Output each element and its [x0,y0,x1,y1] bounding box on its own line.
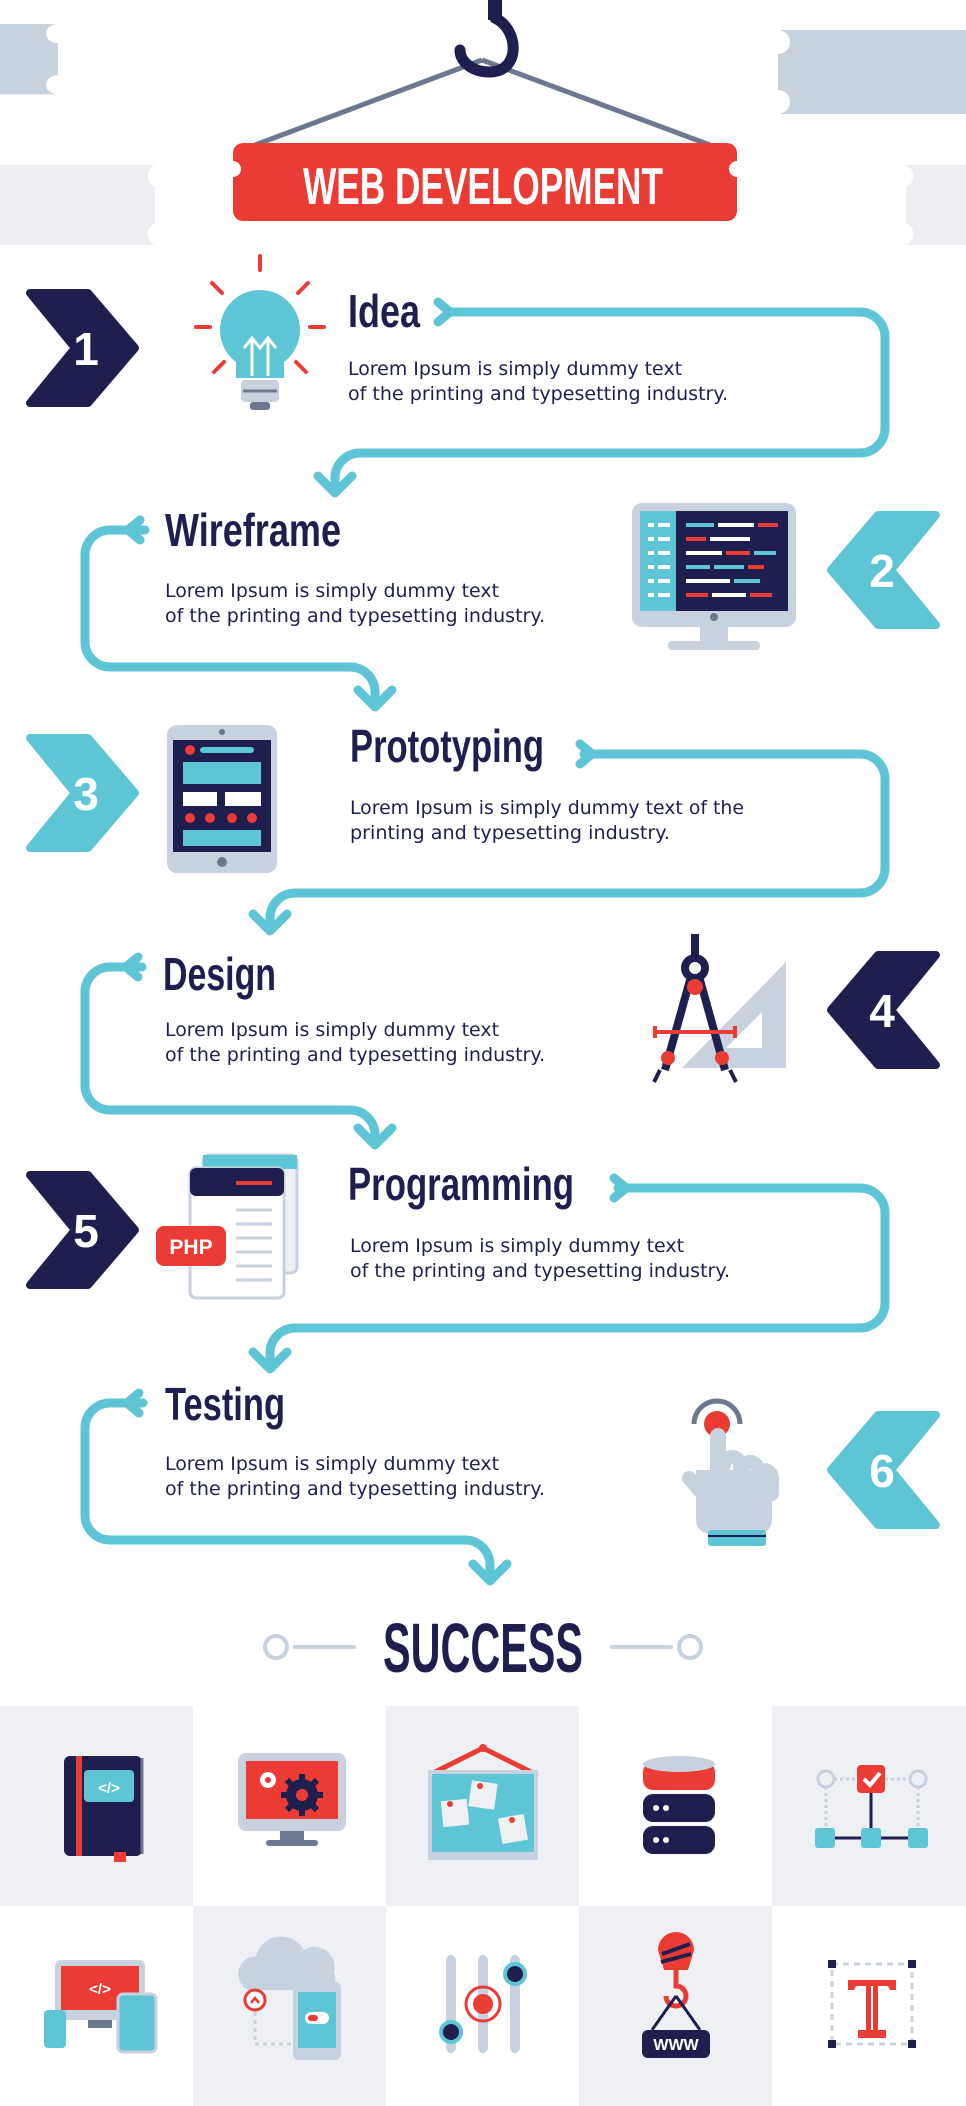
step-desc-line: Lorem Ipsum is simply dummy text [165,1019,499,1041]
php-label: PHP [169,1236,212,1259]
step-badge-1: 1 [26,289,139,407]
touch-hand-icon [682,1398,779,1546]
decor-ribbon-right-top [778,30,966,114]
code-book-icon: </> [64,1756,144,1862]
php-document-icon: PHP [156,1153,299,1300]
step-title-prototyping: Prototyping [350,720,544,772]
responsive-devices-icon: </> [44,1960,158,2054]
typography-icon [828,1960,916,2048]
step-desc-line: of the printing and typesetting industry… [348,383,728,405]
step-title-testing: Testing [165,1378,285,1430]
title-banner: WEB DEVELOPMENT [233,143,737,221]
step-desc-line: Lorem Ipsum is simply dummy text [165,580,499,602]
step-desc-line: Lorem Ipsum is simply dummy text [165,1453,499,1475]
code-label: </> [89,1981,111,1998]
step-number: 3 [73,768,99,820]
step-badge-6: 6 [827,1411,940,1529]
step-badge-2: 2 [827,511,940,629]
step-desc-line: of the printing and typesetting industry… [165,1478,545,1500]
success-heading: SUCCESS [263,1609,703,1687]
flow-path [80,297,890,1586]
step-number: 4 [869,985,895,1037]
settings-monitor-icon [238,1753,346,1846]
step-number: 5 [73,1205,99,1257]
step-badge-5: 5 [26,1171,139,1289]
step-title-design: Design [163,948,276,1000]
step-number: 6 [869,1445,895,1497]
decor-ribbon-right-bottom [906,165,966,245]
step-desc-line: of the printing and typesetting industry… [165,605,545,627]
www-label: WWW [653,2037,699,2054]
equalizer-sliders-icon [439,1955,527,2053]
cloud-mobile-icon [238,1936,341,2060]
step-title-programming: Programming [348,1158,574,1210]
step-desc-line: of the printing and typesetting industry… [165,1044,545,1066]
database-icon [643,1756,715,1854]
www-crane-icon: WWW [642,1932,710,2058]
lightbulb-icon [194,254,326,410]
step-desc-line: Lorem Ipsum is simply dummy text [350,1235,684,1257]
crane-hook-icon [254,0,711,148]
decor-ribbon-left-top [0,24,58,95]
step-number: 2 [869,545,895,597]
step-badge-3: 3 [26,734,139,852]
board-notes-icon [428,1744,538,1860]
compass-icon [652,934,786,1083]
tablet-icon [167,725,277,873]
page-title: WEB DEVELOPMENT [303,158,663,216]
step-number: 1 [73,323,99,375]
success-label: SUCCESS [383,1609,583,1687]
code-label: </> [98,1780,120,1797]
step-desc-line: Lorem Ipsum is simply dummy text of the [350,797,744,819]
step-title-wireframe: Wireframe [165,504,341,556]
step-desc-line: of the printing and typesetting industry… [350,1260,730,1282]
step-title-idea: Idea [348,285,420,337]
step-desc-line: printing and typesetting industry. [350,822,670,844]
code-monitor-icon [632,503,796,650]
decor-ribbon-left-bottom [0,165,155,245]
step-badge-4: 4 [827,951,940,1069]
sitemap-icon [815,1765,928,1848]
step-desc-line: Lorem Ipsum is simply dummy text [348,358,682,380]
